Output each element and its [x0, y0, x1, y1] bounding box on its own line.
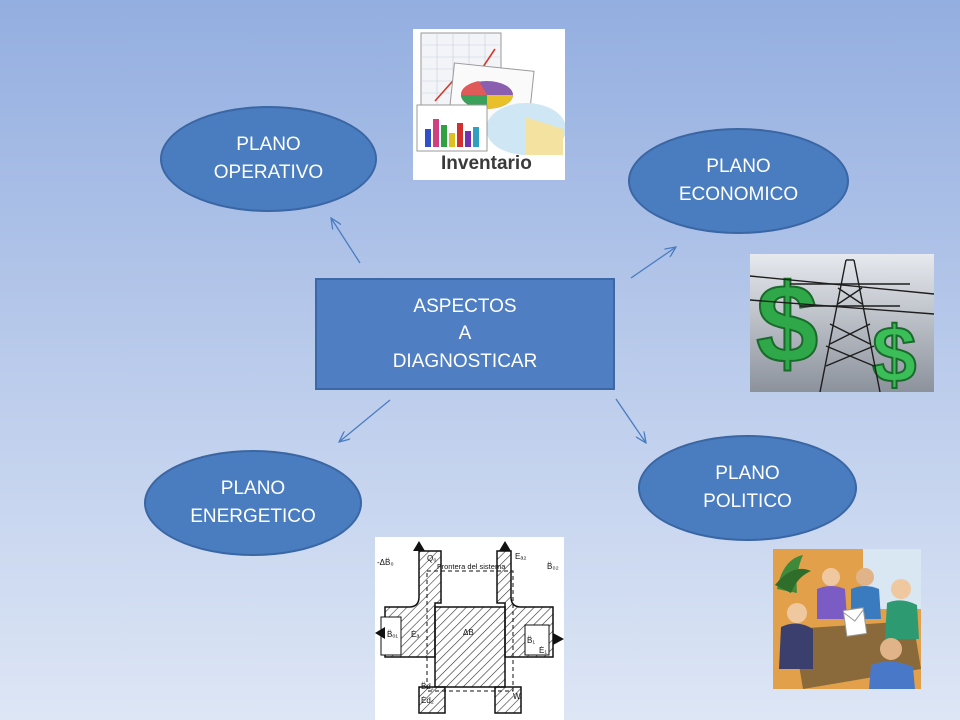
- svg-text:Frontera del sistema: Frontera del sistema: [437, 562, 506, 571]
- svg-text:$: $: [872, 310, 917, 392]
- svg-text:Q₀: Q₀: [427, 554, 437, 563]
- politico-meeting-image: [773, 549, 921, 689]
- center-box-aspectos: ASPECTOS A DIAGNOSTICAR: [315, 278, 615, 390]
- arrow-to-energetico: [339, 399, 391, 442]
- inventario-caption: Inventario: [441, 153, 532, 174]
- svg-text:Ėₐ: Ėₐ: [411, 630, 420, 639]
- svg-text:B̈₁: B̈₁: [527, 636, 535, 645]
- svg-text:Ė₁: Ė₁: [539, 646, 547, 655]
- svg-text:B̈d₂: B̈d₂: [421, 682, 434, 691]
- inventario-image: Inventario: [413, 29, 565, 180]
- svg-text:W: W: [513, 692, 521, 701]
- svg-text:B̈₀₂: B̈₀₂: [547, 562, 559, 571]
- node-plano-economico: PLANO ECONOMICO: [628, 128, 849, 234]
- node-plano-operativo: PLANO OPERATIVO: [160, 106, 377, 212]
- svg-text:ΔB: ΔB: [463, 628, 474, 637]
- economico-image: $ $: [750, 254, 934, 392]
- arrow-to-economico: [630, 247, 676, 279]
- arrow-to-operativo: [331, 218, 361, 264]
- svg-text:B̈ₒ₁: B̈ₒ₁: [387, 630, 398, 639]
- svg-text:Ėd₂: Ėd₂: [421, 696, 434, 705]
- node-plano-energetico: PLANO ENERGETICO: [144, 450, 362, 556]
- energy-system-image: Frontera del sistema -ΔB̈₀ Q₀ Eₐ₂ B̈₀₂ B…: [375, 537, 564, 720]
- node-plano-politico: PLANO POLITICO: [638, 435, 857, 541]
- svg-text:-ΔB̈₀: -ΔB̈₀: [377, 558, 394, 567]
- arrow-to-politico: [615, 398, 646, 443]
- svg-text:Eₐ₂: Eₐ₂: [515, 552, 526, 561]
